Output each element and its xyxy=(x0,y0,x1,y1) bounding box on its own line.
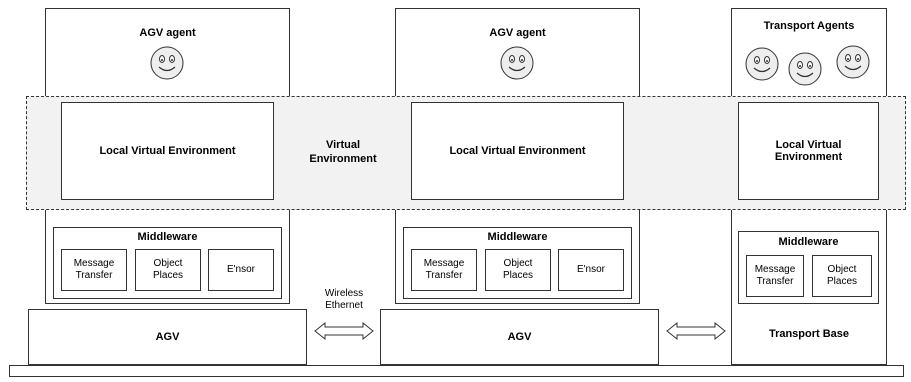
local-virtual-environment-3: Local Virtual Environment xyxy=(738,102,879,200)
middleware-module-message-transfer-3: Message Transfer xyxy=(746,255,804,297)
local-virtual-environment-2: Local Virtual Environment xyxy=(411,102,624,200)
middleware-module-ensor-1: E'nsor xyxy=(208,249,274,291)
agent-title-3: Transport Agents xyxy=(763,20,855,32)
floor-bar xyxy=(9,365,904,377)
middleware-module-object-places-3: Object Places xyxy=(812,255,872,297)
smiley-face-icon xyxy=(500,46,534,80)
smiley-face-icon xyxy=(745,47,779,81)
agv-base-label-2: AGV xyxy=(507,331,532,343)
lve-label-1: Local Virtual Environment xyxy=(99,145,236,157)
wireless-ethernet-label: Wireless Ethernet xyxy=(324,288,364,311)
agent-title-1: AGV agent xyxy=(139,27,196,39)
agent-title-2: AGV agent xyxy=(489,27,546,39)
double-arrow-icon xyxy=(666,322,726,340)
lve-label-3: Local Virtual Environment xyxy=(774,139,843,163)
middleware-module-message-transfer-1: Message Transfer xyxy=(61,249,127,291)
smiley-face-icon xyxy=(150,46,184,80)
middleware-module-ensor-2: E'nsor xyxy=(558,249,624,291)
agv-base-label-1: AGV xyxy=(155,331,180,343)
smiley-face-icon xyxy=(836,45,870,79)
virtual-environment-label: Virtual Environment xyxy=(309,139,377,165)
smiley-face-icon xyxy=(788,52,822,86)
middleware-module-message-transfer-2: Message Transfer xyxy=(411,249,477,291)
middleware-module-object-places-2: Object Places xyxy=(485,249,551,291)
agv-base-1: AGV xyxy=(28,309,307,365)
middleware-title-3: Middleware xyxy=(778,236,839,248)
middleware-title-2: Middleware xyxy=(487,231,548,243)
double-arrow-icon xyxy=(314,322,374,340)
middleware-title-1: Middleware xyxy=(137,231,198,243)
local-virtual-environment-1: Local Virtual Environment xyxy=(61,102,274,200)
middleware-module-object-places-1: Object Places xyxy=(135,249,201,291)
agv-base-2: AGV xyxy=(380,309,659,365)
lve-label-2: Local Virtual Environment xyxy=(449,145,586,157)
transport-base-label: Transport Base xyxy=(768,328,850,340)
